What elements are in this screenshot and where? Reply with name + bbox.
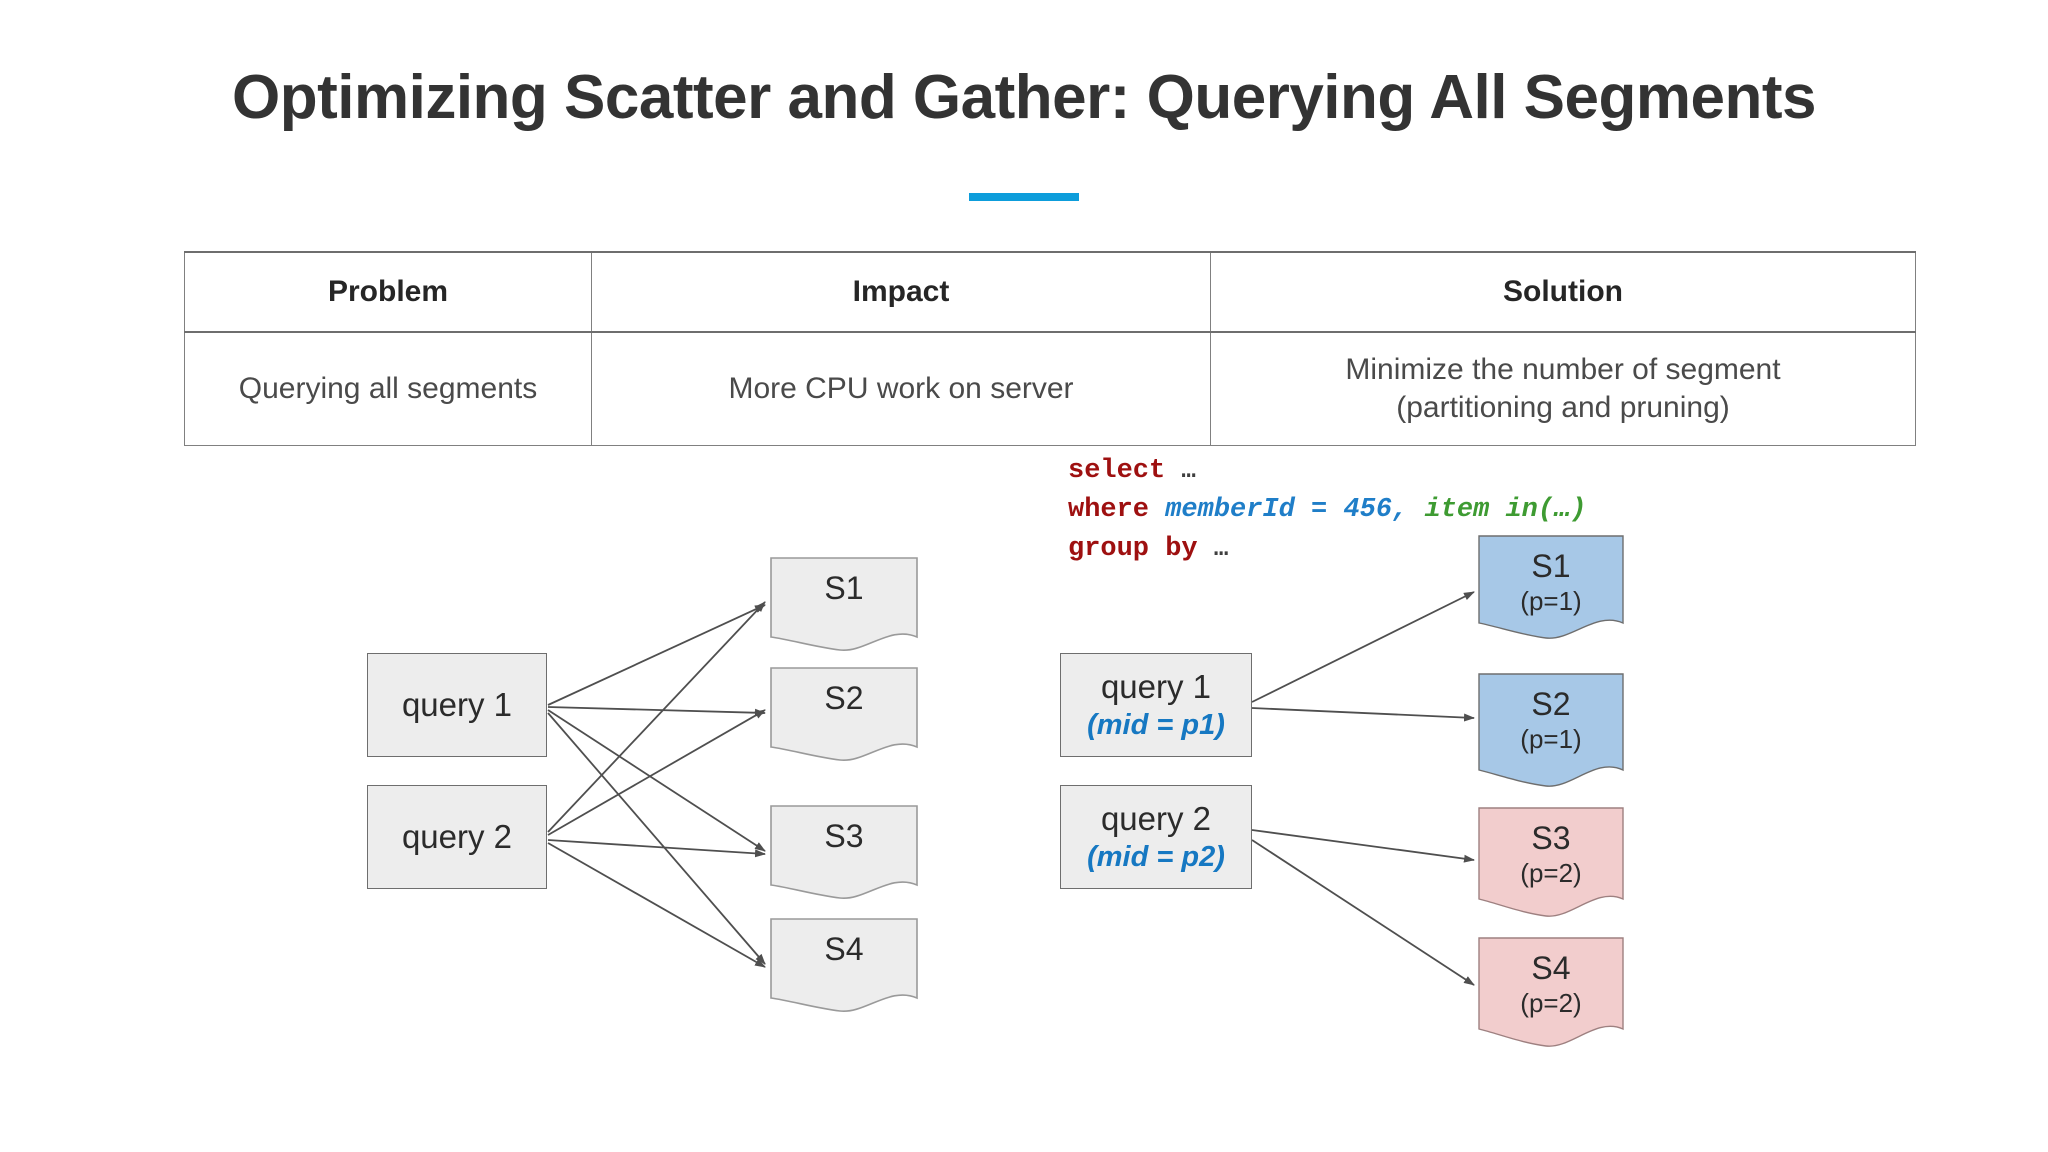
table-cell-impact: More CPU work on server: [591, 331, 1211, 446]
table-cell-problem: Querying all segments: [184, 331, 592, 446]
sql-ellipsis-select: …: [1181, 458, 1196, 485]
left-segment-s2-label: S2: [824, 680, 864, 716]
edge-q1-s4: [547, 712, 766, 965]
right-segment-s4-sublabel: (p=2): [1520, 988, 1582, 1018]
summary-table: Problem Impact Solution Querying all seg…: [184, 251, 1916, 446]
left-segment-s2[interactable]: S2: [770, 667, 918, 762]
right-query-1-label: query 1: [1100, 668, 1212, 705]
right-segment-s3-label: S3: [1531, 820, 1571, 856]
right-segment-s1-sublabel: (p=1): [1520, 586, 1582, 616]
edge-q1-s3: [547, 709, 766, 852]
document-shape-icon: [770, 918, 918, 1012]
sql-line-groupby: group by …: [1068, 530, 1587, 569]
table-header-impact: Impact: [591, 251, 1211, 333]
edge-q2-s1: [547, 601, 766, 833]
table-row: Querying all segments More CPU work on s…: [184, 331, 1916, 446]
sql-line-where: where memberId = 456, item in(…): [1068, 491, 1587, 530]
left-segment-s1-label: S1: [824, 570, 864, 606]
table-header-row: Problem Impact Solution: [184, 251, 1916, 333]
edge-q2-s3: [547, 839, 766, 858]
edge-q1-s1: [547, 604, 766, 706]
right-query-1-sublabel: (mid = p1): [1087, 709, 1225, 741]
right-query-2-box[interactable]: query 2 (mid = p2): [1060, 785, 1252, 889]
document-shape-icon: [770, 557, 918, 651]
table-cell-solution-line2: (partitioning and pruning): [1396, 391, 1730, 424]
right-segment-s3[interactable]: S3 (p=2): [1478, 807, 1624, 917]
table-header-problem: Problem: [184, 251, 592, 333]
document-shape-icon: [770, 805, 918, 899]
edge-q2-s2: [547, 709, 766, 836]
document-shape-icon: [1478, 535, 1624, 639]
sql-keyword-where: where: [1068, 495, 1150, 525]
table-header-solution: Solution: [1210, 251, 1916, 333]
sql-line-select: select …: [1068, 452, 1587, 491]
sql-predicate-item: item in(…): [1424, 495, 1587, 525]
document-shape-icon: [1478, 807, 1624, 917]
left-diagram-edges: [547, 601, 766, 968]
left-segment-s3[interactable]: S3: [770, 805, 918, 900]
right-query-2-label: query 2: [1100, 800, 1212, 837]
sql-snippet: select … where memberId = 456, item in(……: [1068, 452, 1587, 569]
sql-ellipsis-groupby: …: [1213, 536, 1229, 563]
right-diagram-edges: [1251, 591, 1475, 986]
document-shape-icon: [770, 667, 918, 761]
right-query-2-sublabel: (mid = p2): [1087, 841, 1225, 873]
left-query-1-label: query 1: [401, 686, 513, 723]
edge-rq1-s2: [1251, 707, 1475, 722]
left-query-2-box[interactable]: query 2: [367, 785, 547, 889]
right-segment-s2[interactable]: S2 (p=1): [1478, 673, 1624, 788]
page-title: Optimizing Scatter and Gather: Querying …: [232, 63, 1816, 132]
table-cell-solution: Minimize the number of segment (partitio…: [1210, 331, 1916, 446]
sql-predicate-memberid: memberId = 456,: [1165, 495, 1409, 525]
left-segment-s3-label: S3: [824, 818, 864, 854]
edge-rq2-s3: [1251, 829, 1475, 863]
left-segment-s1[interactable]: S1: [770, 557, 918, 652]
right-segment-s4[interactable]: S4 (p=2): [1478, 937, 1624, 1047]
right-query-1-box[interactable]: query 1 (mid = p1): [1060, 653, 1252, 757]
right-segment-s2-label: S2: [1531, 686, 1571, 722]
document-shape-icon: [1478, 673, 1624, 787]
left-segment-s4[interactable]: S4: [770, 918, 918, 1013]
sql-keyword-select: select: [1068, 456, 1166, 486]
document-shape-icon: [1478, 937, 1624, 1047]
right-segment-s1[interactable]: S1 (p=1): [1478, 535, 1624, 640]
edge-rq2-s4: [1251, 839, 1475, 986]
right-segment-s1-label: S1: [1531, 548, 1571, 584]
edge-q2-s4: [547, 842, 766, 968]
left-query-2-label: query 2: [401, 818, 513, 855]
table-cell-solution-line1: Minimize the number of segment: [1345, 352, 1781, 386]
left-query-1-box[interactable]: query 1: [367, 653, 547, 757]
sql-keyword-groupby: group by: [1068, 534, 1198, 564]
title-accent-bar: [969, 193, 1079, 201]
right-segment-s2-sublabel: (p=1): [1520, 724, 1582, 754]
right-segment-s4-label: S4: [1531, 950, 1571, 986]
edge-rq1-s1: [1251, 591, 1475, 703]
right-segment-s3-sublabel: (p=2): [1520, 858, 1582, 888]
left-segment-s4-label: S4: [824, 931, 864, 967]
edge-q1-s2: [547, 706, 766, 717]
